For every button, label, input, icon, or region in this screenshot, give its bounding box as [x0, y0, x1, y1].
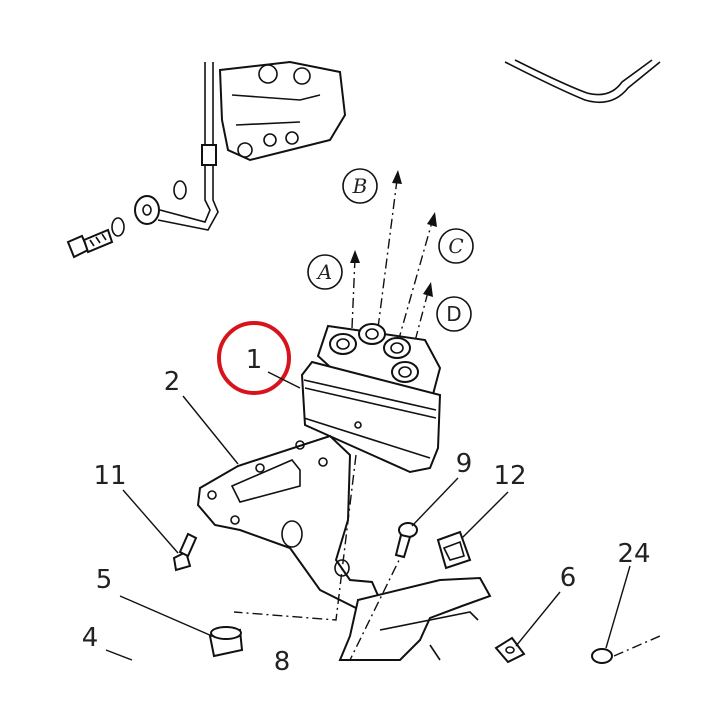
- leader-lines: [105, 371, 631, 661]
- brake-hose-loop: [504, 61, 661, 104]
- brake-line: [111, 62, 219, 237]
- frame-mount: [338, 576, 492, 661]
- grommet-5: [208, 626, 244, 658]
- brake-caliper: [218, 60, 347, 162]
- svg-text:B: B: [352, 174, 368, 198]
- pipe-direction-arrows: [350, 170, 437, 361]
- screw-11: [172, 532, 198, 572]
- connection-d: D: [436, 296, 472, 332]
- abs-unit: [300, 323, 442, 474]
- callout-12: 12: [493, 461, 526, 491]
- callout-2: 2: [164, 367, 181, 397]
- connection-c: C: [438, 228, 474, 264]
- callout-11: 11: [93, 461, 126, 491]
- connection-b: B: [342, 168, 378, 204]
- mounting-bracket: [196, 434, 382, 612]
- callout-1: 1: [246, 345, 263, 375]
- highlight-circle: [217, 321, 291, 395]
- clip-12: [436, 530, 472, 570]
- callout-9: 9: [456, 449, 473, 479]
- callout-6: 6: [560, 563, 577, 593]
- svg-text:C: C: [448, 234, 463, 258]
- svg-text:A: A: [316, 260, 332, 284]
- nut-6: [494, 636, 526, 664]
- callout-5: 5: [96, 565, 113, 595]
- callout-24: 24: [617, 539, 650, 569]
- ring-24: [591, 648, 613, 664]
- callout-8: 8: [274, 647, 291, 677]
- callout-4: 4: [82, 623, 99, 653]
- banjo-bolt: [66, 228, 114, 259]
- svg-text:D: D: [446, 302, 461, 326]
- bolt-9: [394, 522, 418, 559]
- connection-a: A: [307, 254, 343, 290]
